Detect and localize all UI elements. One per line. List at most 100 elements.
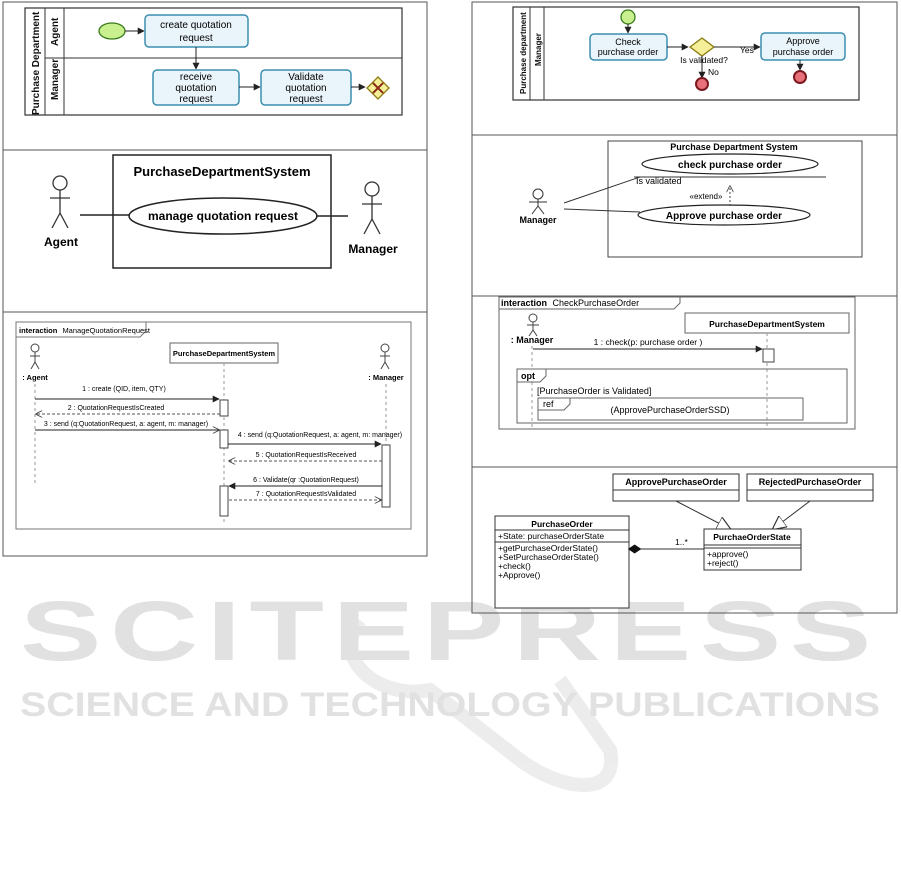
seq-msg-6: 6 : Validate(qr :QuotationRequest) (253, 477, 359, 484)
seq-msg-7: 7 : QuotationRequestIsValidated (256, 491, 356, 498)
gateway-yes: Yes (740, 45, 754, 55)
pool-check-label: Purchase department (519, 12, 528, 94)
task-check-line1: Check (615, 37, 641, 47)
opt-guard: [PurchaseOrder is Validated] (537, 386, 651, 396)
task-create-line2: request (179, 33, 213, 44)
frame-label: interaction ManageQuotationRequest (19, 326, 151, 335)
usecase-approve-label: Approve purchase order (666, 211, 782, 222)
class-purchase-order-op-4: +Approve() (498, 570, 540, 580)
ref-label: ref (543, 399, 554, 409)
lifeline-manager-label: : Manager (368, 373, 404, 382)
panel-sequence-quotation: interaction ManageQuotationRequest : Age… (2, 311, 428, 557)
lane-check-manager: Manager (534, 33, 543, 66)
system-check-name: Purchase Department System (670, 142, 798, 152)
frame-check-keyword: interaction (501, 298, 547, 308)
activation-system-2 (219, 429, 229, 449)
frame-keyword: interaction (19, 326, 58, 335)
class-purchase-order-op-1: +getPurchaseOrderState() (498, 543, 598, 553)
task-approve-line1: Approve (786, 36, 820, 46)
lifeline-check-manager-actor (527, 313, 539, 337)
task-approve-purchase-order (760, 32, 846, 61)
class-rejected-purchase-order (746, 473, 874, 502)
task-check-line2: purchase order (598, 47, 659, 57)
actor-check-manager (529, 188, 547, 215)
task-receive-line3: request (179, 94, 213, 105)
frame-check-name: CheckPurchaseOrder (553, 298, 640, 308)
lifeline-agent-actor (30, 343, 40, 370)
task-validate-line3: request (289, 94, 323, 105)
actor-agent-label: Agent (44, 235, 78, 249)
class-approve-name: ApprovePurchaseOrder (625, 477, 727, 487)
seq-check-msg: 1 : check(p: purchase order ) (594, 337, 703, 347)
multiplicity-label: 1..* (675, 537, 688, 547)
ref-target: (ApprovePurchaseOrderSSD) (610, 405, 729, 415)
seq-msg-3: 3 : send (q:QuotationRequest, a: agent, … (44, 421, 208, 428)
end-gateway (366, 76, 390, 100)
watermark: SCITEPRESS SCIENCE AND TECHNOLOGY PUBLIC… (20, 584, 880, 792)
opt-label: opt (521, 371, 535, 381)
opt-fragment (516, 368, 848, 424)
class-purchase-order-name: PurchaseOrder (531, 519, 593, 529)
activation-manager (381, 444, 391, 508)
frame-check-label: interaction CheckPurchaseOrder (501, 298, 639, 308)
gateway-no: No (708, 67, 719, 77)
seq-msg-4: 4 : send (q:QuotationRequest, a: agent, … (238, 432, 402, 439)
end-event-approve (793, 70, 807, 84)
lifeline-agent-label: : Agent (22, 373, 48, 382)
task-validate-line1: Validate (288, 72, 324, 83)
lane-manager-label: Manager (50, 59, 61, 100)
actor-check-label: Manager (519, 215, 557, 225)
lane-agent-label: Agent (50, 17, 61, 46)
class-state-name: PurchaeOrderState (713, 532, 791, 542)
lifeline-manager-actor (380, 343, 390, 370)
class-state-op-1: +approve() (707, 549, 749, 559)
class-state-op-2: +reject() (707, 558, 739, 568)
class-purchase-order-op-3: +check() (498, 561, 531, 571)
watermark-sub: SCIENCE AND TECHNOLOGY PUBLICATIONS (20, 686, 880, 724)
class-rejected-name: RejectedPurchaseOrder (759, 477, 862, 487)
usecase-manage-label: manage quotation request (148, 209, 298, 223)
start-event (98, 22, 126, 40)
lifeline-check-system-label: PurchaseDepartmentSystem (709, 319, 825, 329)
class-purchase-order-op-2: +SetPurchaseOrderState() (498, 552, 599, 562)
class-purchase-order-attr: +State: purchaseOrderState (498, 531, 604, 541)
frame-name: ManageQuotationRequest (62, 326, 150, 335)
task-create-line1: create quotation (160, 20, 232, 31)
panel-class-diagram: ApprovePurchaseOrder RejectedPurchaseOrd… (471, 466, 898, 614)
usecase-check-label: check purchase order (678, 160, 782, 171)
pool-check (512, 6, 860, 101)
task-receive-line1: receive (180, 72, 213, 83)
lifeline-system-label: PurchaseDepartmentSystem (173, 349, 275, 358)
seq-msg-2: 2 : QuotationRequestIsCreated (68, 405, 165, 412)
actor-manager-label: Manager (348, 242, 398, 256)
activation-check-system (762, 348, 775, 363)
activation-system-1 (219, 399, 229, 417)
extend-stereotype: «extend» (690, 192, 723, 201)
panel-bpmn-check: Purchase department Manager Check purcha… (471, 1, 898, 136)
extension-condition: Is validated (636, 176, 682, 186)
usecase-check-purchase-order (641, 153, 819, 175)
system-name: PurchaseDepartmentSystem (133, 164, 310, 179)
watermark-main: SCITEPRESS (20, 584, 880, 678)
panel-sequence-check: interaction CheckPurchaseOrder : Manager… (471, 295, 898, 468)
activation-system-3 (219, 485, 229, 517)
end-event-no (695, 77, 709, 91)
panel-bpmn-quotation: Purchase Department Agent Manager create… (2, 1, 428, 151)
class-purchase-order-state (703, 528, 802, 571)
usecase-approve-purchase-order (637, 204, 811, 226)
class-purchase-order (494, 515, 630, 609)
panel-usecase-quotation: PurchaseDepartmentSystem manage quotatio… (2, 149, 428, 313)
lifeline-check-manager-label: : Manager (511, 335, 554, 345)
task-validate-line2: quotation (285, 83, 326, 94)
seq-msg-1: 1 : create (QID, item, QTY) (82, 386, 166, 393)
actor-manager (362, 181, 382, 235)
actor-agent (50, 175, 70, 229)
pool-label: Purchase Department (31, 11, 42, 115)
seq-msg-5: 5 : QuotationRequestIsReceived (256, 452, 357, 459)
task-approve-line2: purchase order (773, 47, 834, 57)
start-event-check (620, 9, 636, 25)
task-receive-line2: quotation (175, 83, 216, 94)
panel-usecase-check: Purchase Department System check purchas… (471, 134, 898, 297)
gateway-label: Is validated? (680, 55, 728, 65)
